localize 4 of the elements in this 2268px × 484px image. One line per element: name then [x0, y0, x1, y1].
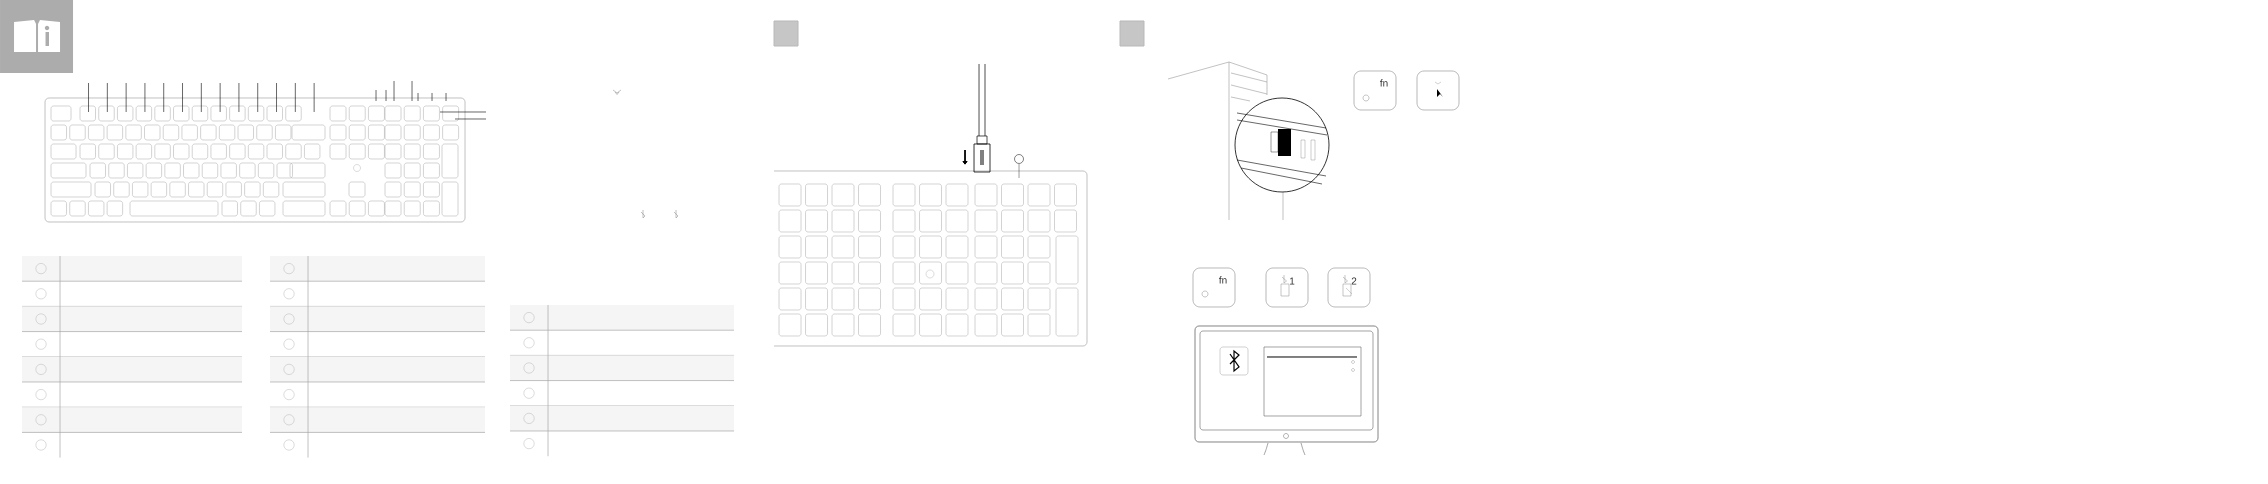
key-label: 2 — [1351, 277, 1357, 285]
key-label: fn — [1380, 79, 1388, 87]
key-label: fn — [1219, 276, 1227, 284]
key-label: 1 — [1290, 277, 1295, 285]
